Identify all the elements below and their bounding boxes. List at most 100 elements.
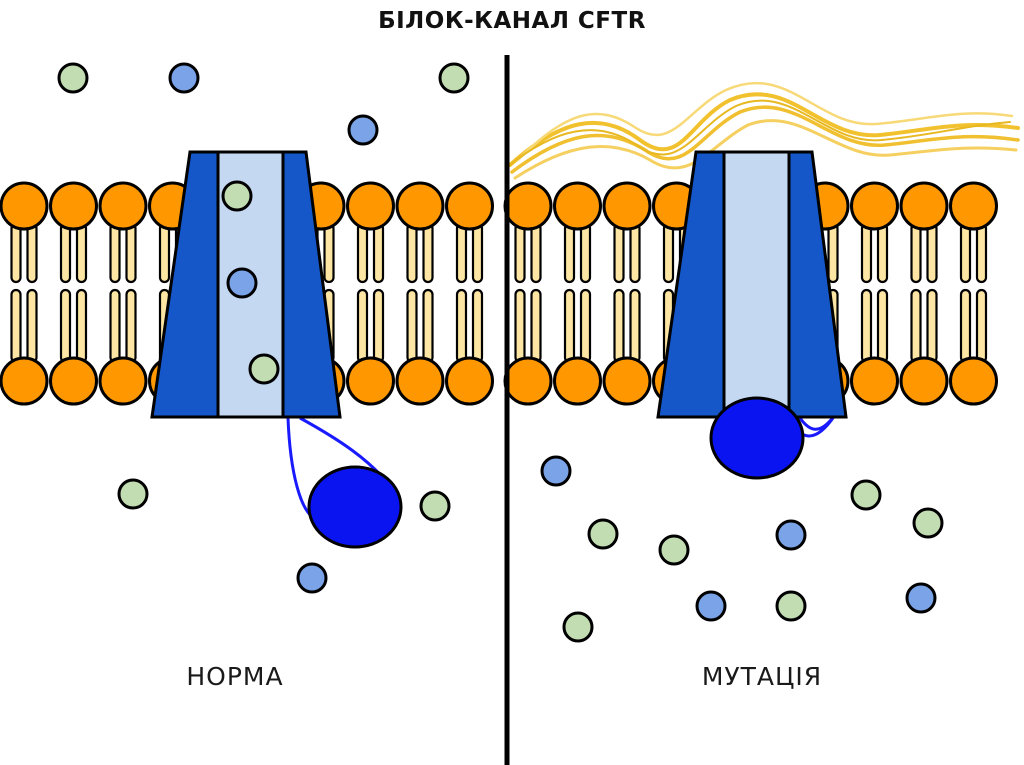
lipid-head-bottom xyxy=(949,356,998,406)
lipid-tail xyxy=(125,222,137,284)
lipid-tail xyxy=(514,288,526,364)
lipid-tail xyxy=(629,288,641,364)
label-mutation: МУТАЦІЯ xyxy=(701,662,823,691)
lipid-tail xyxy=(860,288,873,364)
nbd-domain-normal xyxy=(307,465,403,549)
lipid-tail xyxy=(455,222,468,284)
lipid-tail xyxy=(876,288,889,364)
lipid-head-top xyxy=(949,181,998,231)
mucus-strand xyxy=(505,99,1011,169)
lipid-tail xyxy=(926,288,938,364)
lipid-tail xyxy=(959,288,972,364)
phospholipid xyxy=(395,181,445,406)
green-ion-circle xyxy=(438,62,470,94)
green-ion-circle xyxy=(419,490,451,522)
phospholipid xyxy=(553,181,602,406)
lipid-tail xyxy=(10,288,22,364)
lipid-tail xyxy=(406,288,418,364)
green-ion-circle xyxy=(912,507,944,539)
blue-ion-circle xyxy=(695,590,727,622)
lipid-tail xyxy=(975,222,988,284)
lipid-head-top xyxy=(346,181,395,231)
mucus-strand xyxy=(510,105,1020,174)
phospholipid xyxy=(49,181,98,406)
lipid-tail xyxy=(356,222,369,284)
green-ion-circle xyxy=(658,534,690,566)
phospholipid xyxy=(445,181,494,406)
lipid-tail xyxy=(75,288,88,364)
phospholipid xyxy=(346,181,395,406)
green-ion-circle xyxy=(587,518,619,550)
lipid-tail xyxy=(471,288,484,364)
blue-ion-circle xyxy=(347,114,379,146)
phospholipid xyxy=(850,181,899,406)
lipid-tail xyxy=(109,222,121,284)
lipid-tail xyxy=(422,222,434,284)
blue-ion-circle xyxy=(905,582,937,614)
lipid-tail xyxy=(372,288,385,364)
lipid-tail xyxy=(372,222,385,284)
lipid-tail xyxy=(323,222,335,284)
lipid-head-bottom xyxy=(503,356,553,406)
lipid-tail xyxy=(530,288,542,364)
lipid-tail xyxy=(975,288,988,364)
lipid-head-top xyxy=(553,181,602,231)
lipid-head-bottom xyxy=(602,356,652,406)
label-normal: НОРМА xyxy=(186,662,284,691)
mucus-strands xyxy=(505,81,1020,180)
lipid-tail xyxy=(579,288,592,364)
green-ion-circle xyxy=(850,479,882,511)
lipid-tail xyxy=(860,222,873,284)
mucus-strand xyxy=(513,119,1018,180)
page-title: БІЛОК-КАНАЛ CFTR xyxy=(378,8,646,34)
cftr-channel-mutation xyxy=(656,150,848,480)
blue-ion-circle xyxy=(296,562,328,594)
lipid-tail xyxy=(10,222,22,284)
green-ion-circle xyxy=(248,353,280,385)
lipid-tail xyxy=(356,288,369,364)
lipid-head-bottom xyxy=(850,356,899,406)
lipid-tail xyxy=(59,288,72,364)
green-ion-circle xyxy=(562,611,594,643)
lipid-tail xyxy=(26,222,38,284)
blue-ion-circle xyxy=(226,267,258,299)
lipid-head-bottom xyxy=(445,356,494,406)
phospholipid xyxy=(98,181,148,406)
lipid-tail xyxy=(158,222,171,284)
lipid-tail xyxy=(926,222,938,284)
lipid-tail xyxy=(579,222,592,284)
lipid-head-bottom xyxy=(395,356,445,406)
lipid-tail xyxy=(530,222,542,284)
phospholipid xyxy=(503,181,553,406)
lipid-head-top xyxy=(49,181,98,231)
lipid-tail xyxy=(876,222,889,284)
lipid-tail xyxy=(422,288,434,364)
lipid-head-bottom xyxy=(346,356,395,406)
lipid-head-top xyxy=(850,181,899,231)
blue-ion-circle xyxy=(540,455,572,487)
lipid-head-bottom xyxy=(899,356,949,406)
lipid-head-top xyxy=(899,181,949,231)
lipid-tail xyxy=(406,222,418,284)
lipid-tail xyxy=(125,288,137,364)
nbd-domain-mutation xyxy=(709,396,805,480)
lipid-head-bottom xyxy=(0,356,49,406)
lipid-tail xyxy=(514,222,526,284)
mucus-strand xyxy=(508,92,1020,167)
lipid-head-bottom xyxy=(49,356,98,406)
phospholipid xyxy=(602,181,652,406)
blue-ion-circle xyxy=(168,62,200,94)
lipid-tail xyxy=(827,222,839,284)
lipid-tail xyxy=(910,288,922,364)
green-ion-circle xyxy=(117,478,149,510)
lipid-head-top xyxy=(98,181,148,231)
mucus-strand xyxy=(516,81,1014,162)
lipid-head-bottom xyxy=(553,356,602,406)
lipid-tail xyxy=(471,222,484,284)
phospholipid xyxy=(0,181,49,406)
lipid-tail xyxy=(662,222,675,284)
lipid-tail xyxy=(613,288,625,364)
phospholipid xyxy=(899,181,949,406)
blue-ion-circle xyxy=(775,519,807,551)
